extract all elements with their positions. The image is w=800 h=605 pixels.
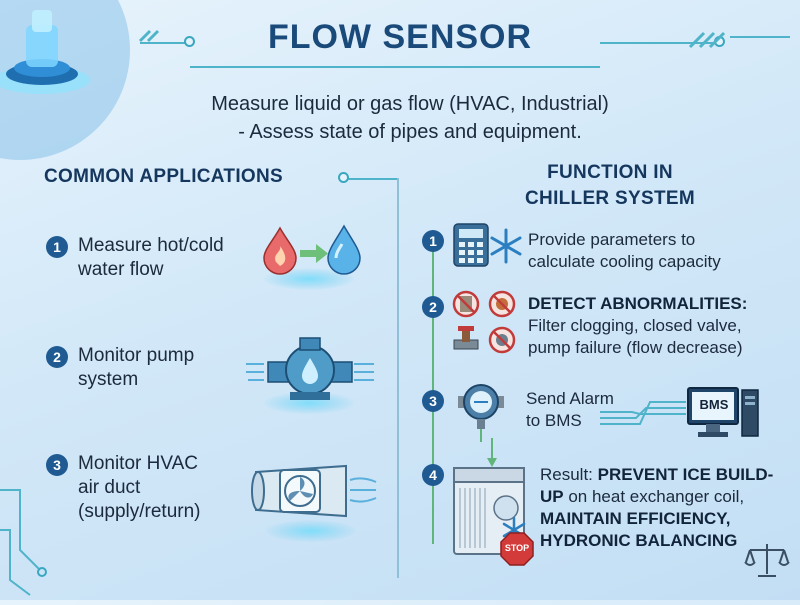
glow-pad <box>266 520 356 542</box>
calculator-icon <box>453 223 489 267</box>
sensor-device-icon <box>0 0 140 160</box>
arrow-right-icon <box>300 244 328 263</box>
flow-transmitter-icon <box>452 384 512 444</box>
no-valve-icon <box>488 290 516 318</box>
air-duct-fan-icon <box>250 458 380 526</box>
page-title: FLOW SENSOR <box>267 18 533 56</box>
circuit-line <box>140 42 190 44</box>
item-number-badge: 2 <box>46 346 68 368</box>
column-divider <box>397 178 399 578</box>
bms-label: BMS <box>699 397 729 412</box>
computer-monitor-icon: BMS <box>686 384 762 444</box>
item-number-badge: 3 <box>46 454 68 476</box>
water-drop-cold-icon <box>327 224 361 275</box>
circuit-dashes <box>138 25 200 45</box>
valve-icon <box>453 326 479 350</box>
common-applications-heading: COMMON APPLICATIONS <box>44 166 283 187</box>
abnormality-icons <box>450 290 522 362</box>
item-number-badge: 1 <box>46 236 68 258</box>
balance-scale-icon <box>744 540 790 580</box>
circuit-dot <box>338 172 349 183</box>
function-number-badge: 4 <box>422 464 444 486</box>
snowflake-icon <box>490 228 522 264</box>
function-number-badge: 1 <box>422 230 444 252</box>
heading-connector <box>340 178 398 180</box>
glow-pad <box>264 268 354 290</box>
circuit-dot <box>184 36 195 47</box>
water-flow-icon <box>262 224 362 275</box>
circuit-decoration <box>0 470 60 600</box>
water-drop-hot-icon <box>263 226 297 275</box>
signal-lines <box>600 394 686 430</box>
down-arrow-icon <box>486 438 498 468</box>
function-2-label: DETECT ABNORMALITIES: Filter clogging, c… <box>528 294 748 357</box>
subtitle-line-1: Measure liquid or gas flow (HVAC, Indust… <box>211 93 609 115</box>
calculator-snowflake-icon <box>452 222 522 267</box>
function-4-label: Result: PREVENT ICE BUILD- UP on heat ex… <box>540 465 774 550</box>
function-number-badge: 3 <box>422 390 444 412</box>
no-filter-icon <box>452 290 480 318</box>
pump-icon <box>246 336 376 402</box>
circuit-dashes <box>688 25 790 55</box>
chiller-unit-icon <box>450 462 530 560</box>
function-number-badge: 2 <box>422 296 444 318</box>
circuit-line <box>190 66 600 68</box>
stop-label: STOP <box>504 543 530 553</box>
pump-warning-icon <box>488 326 516 354</box>
subtitle-line-2: - Assess state of pipes and equipment. <box>238 121 582 143</box>
glow-pad <box>264 392 354 414</box>
stop-sign-icon: STOP <box>500 532 534 566</box>
circuit-line <box>600 42 720 44</box>
